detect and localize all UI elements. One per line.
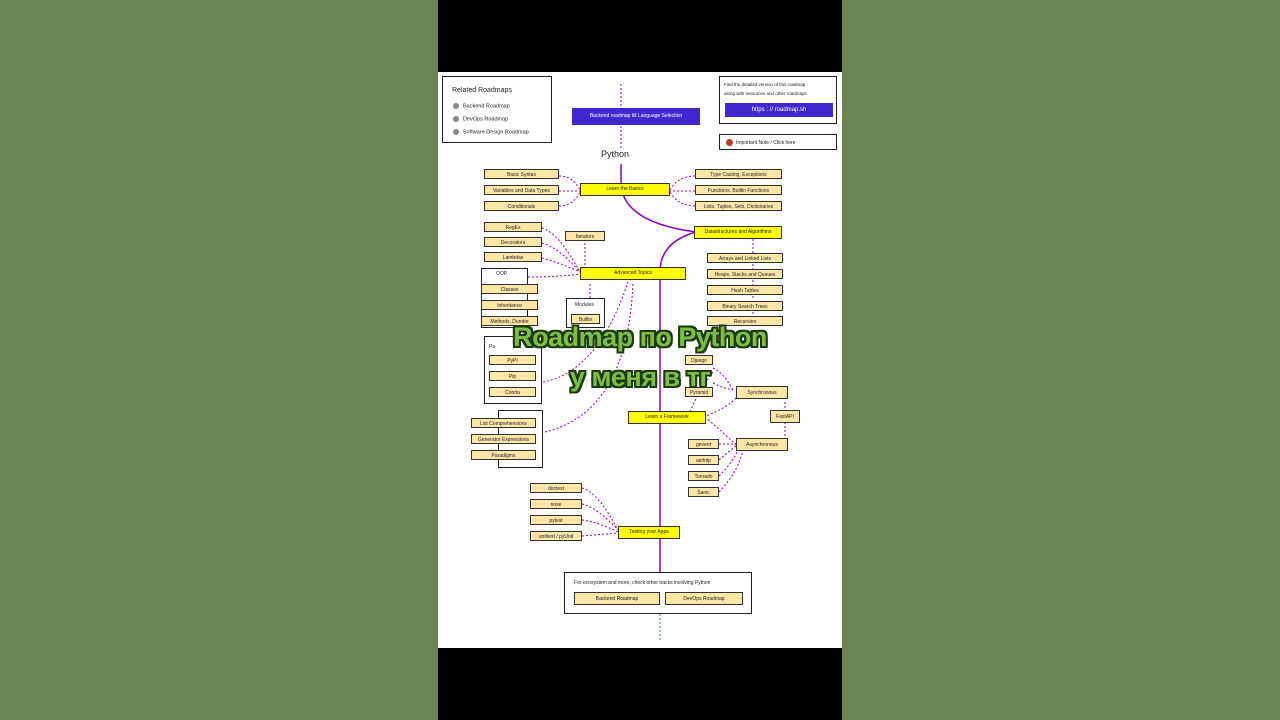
overlay-caption-line1: Roadmap по Python bbox=[513, 322, 767, 352]
packages-title: Pa bbox=[489, 344, 496, 350]
asynchronous-node[interactable]: Asynchronous bbox=[736, 438, 788, 451]
related-link-backend[interactable]: Backend Roadmap bbox=[453, 103, 510, 109]
arrays-node[interactable]: Arrays and Linked Lists bbox=[707, 253, 783, 263]
aiohttp-node[interactable]: aiohttp bbox=[688, 455, 719, 465]
hash-tables-node[interactable]: Hash Tables bbox=[707, 285, 783, 295]
roadmap-sheet: Related Roadmaps Backend Roadmap DevOps … bbox=[438, 72, 842, 648]
decorators-node[interactable]: Decorators bbox=[484, 237, 542, 247]
overlay-caption-line2: у меня в тг bbox=[569, 362, 711, 392]
check-icon bbox=[453, 129, 459, 135]
classes-node[interactable]: Classes bbox=[481, 284, 538, 294]
regex-node[interactable]: RegEx bbox=[484, 222, 542, 232]
testing-node[interactable]: Testing your Apps bbox=[618, 526, 680, 539]
gevent-node[interactable]: gevent bbox=[688, 439, 719, 449]
fastapi-node[interactable]: FastAPI bbox=[770, 410, 800, 423]
learn-basics-node[interactable]: Learn the Basics bbox=[580, 183, 670, 196]
check-icon bbox=[453, 116, 459, 122]
list-comprehensions-node[interactable]: List Comprehensions bbox=[471, 418, 536, 428]
recursion-node[interactable]: Recursion bbox=[707, 316, 783, 326]
iterators-node[interactable]: Iterators bbox=[565, 231, 605, 241]
language-selection-button[interactable]: Backend roadmap till Language Selection bbox=[572, 108, 700, 125]
lambdas-node[interactable]: Lambdas bbox=[484, 252, 542, 262]
django-node[interactable]: Django bbox=[685, 355, 713, 365]
variables-node[interactable]: Variables and Data Types bbox=[484, 185, 559, 195]
background-left bbox=[0, 0, 438, 720]
synchronous-node[interactable]: Synchronous bbox=[736, 386, 788, 399]
unittest-node[interactable]: unittest / pyUnit bbox=[530, 531, 582, 541]
basic-syntax-node[interactable]: Basic Syntax bbox=[484, 169, 559, 179]
advanced-topics-node[interactable]: Advanced Topics bbox=[580, 267, 686, 280]
related-roadmaps-title: Related Roadmaps bbox=[452, 87, 512, 94]
ds-algo-node[interactable]: Datastructures and Algorithms bbox=[694, 226, 782, 239]
lists-tuples-node[interactable]: Lists, Tuples, Sets, Dictionaries bbox=[695, 201, 782, 211]
paradigms-node[interactable]: Paradigms bbox=[471, 450, 536, 460]
related-link-devops[interactable]: DevOps Roadmap bbox=[453, 116, 508, 122]
conditionals-node[interactable]: Conditionals bbox=[484, 201, 559, 211]
type-casting-node[interactable]: Type Casting, Exceptions bbox=[695, 169, 782, 179]
nose-node[interactable]: nose bbox=[530, 499, 582, 509]
footer-devops-button[interactable]: DevOps Roadmap bbox=[665, 592, 743, 605]
important-note-label: Important Note / Click here bbox=[736, 140, 796, 146]
info-text-1: Find the detailed version of this roadma… bbox=[724, 82, 806, 87]
roadmap-link-button[interactable]: https : // roadmap.sh bbox=[725, 103, 833, 117]
info-text-2: along with resources and other roadmaps bbox=[724, 91, 807, 96]
doctest-node[interactable]: doctest bbox=[530, 483, 582, 493]
pyramid-node[interactable]: Pyramid bbox=[685, 387, 713, 397]
builtin-node[interactable]: Builtin bbox=[571, 314, 600, 324]
modules-title: Modules bbox=[575, 302, 594, 308]
related-link-software-design[interactable]: Software Design Roadmap bbox=[453, 129, 529, 135]
learn-framework-node[interactable]: Learn a Framework bbox=[628, 411, 706, 424]
functions-node[interactable]: Functions, Builtin Functions bbox=[695, 185, 782, 195]
heaps-node[interactable]: Heaps, Stacks and Queues bbox=[707, 269, 783, 279]
sanic-node[interactable]: Sanic bbox=[688, 487, 719, 497]
info-panel: Find the detailed version of this roadma… bbox=[719, 76, 837, 124]
inheritance-node[interactable]: Inheritance bbox=[481, 300, 538, 310]
tornado-node[interactable]: Tornado bbox=[688, 471, 719, 481]
methods-dunder-node[interactable]: Methods, Dunder bbox=[481, 316, 538, 326]
related-roadmaps-panel: Related Roadmaps Backend Roadmap DevOps … bbox=[442, 76, 552, 143]
important-note-button[interactable]: Important Note / Click here bbox=[719, 134, 837, 150]
conda-node[interactable]: Conda bbox=[489, 387, 536, 397]
bst-node[interactable]: Binary Search Trees bbox=[707, 301, 783, 311]
footer-text: For ecosystem and more, check other trac… bbox=[574, 580, 711, 586]
oop-title: OOP bbox=[496, 271, 508, 277]
pytest-node[interactable]: pytest bbox=[530, 515, 582, 525]
main-title: Python bbox=[601, 149, 630, 159]
alert-icon bbox=[726, 139, 733, 146]
background-right bbox=[842, 0, 1280, 720]
footer-backend-button[interactable]: Backend Roadmap bbox=[574, 592, 660, 605]
generator-expressions-node[interactable]: Generator Expressions bbox=[471, 434, 536, 444]
pip-node[interactable]: Pip bbox=[489, 371, 536, 381]
check-icon bbox=[453, 103, 459, 109]
pypi-node[interactable]: PyPI bbox=[489, 355, 536, 365]
